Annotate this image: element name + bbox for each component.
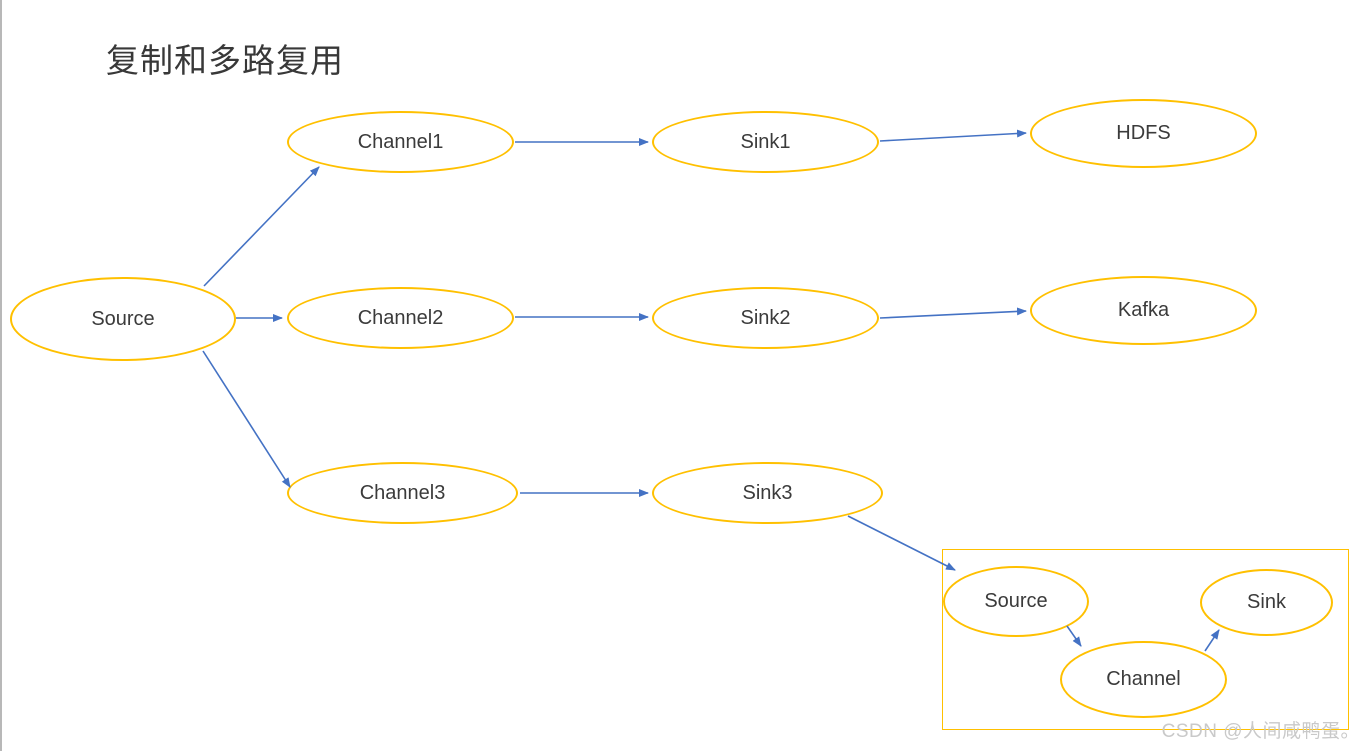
node-channel1: Channel1: [287, 111, 514, 173]
page-title: 复制和多路复用: [106, 42, 344, 79]
edge-sink2-kafka: [879, 307, 1027, 319]
node-sink1: Sink1: [652, 111, 879, 173]
node-channel3: Channel3: [287, 462, 518, 524]
node-source: Source: [10, 277, 236, 361]
edge-source-channel1: [203, 166, 320, 287]
node-sub-source: Source: [943, 566, 1089, 637]
edge-sink1-hdfs: [879, 129, 1027, 142]
watermark: CSDN @人间咸鸭蛋。: [1161, 721, 1360, 742]
agent-box: [942, 549, 1349, 730]
edge-sink3-subsource: [847, 515, 956, 571]
edge-source-channel3: [202, 350, 291, 488]
node-sink2: Sink2: [652, 287, 879, 349]
node-sink3: Sink3: [652, 462, 883, 524]
node-hdfs: HDFS: [1030, 99, 1257, 168]
node-channel2: Channel2: [287, 287, 514, 349]
node-kafka: Kafka: [1030, 276, 1257, 345]
node-sub-sink: Sink: [1200, 569, 1333, 636]
node-sub-channel: Channel: [1060, 641, 1227, 718]
